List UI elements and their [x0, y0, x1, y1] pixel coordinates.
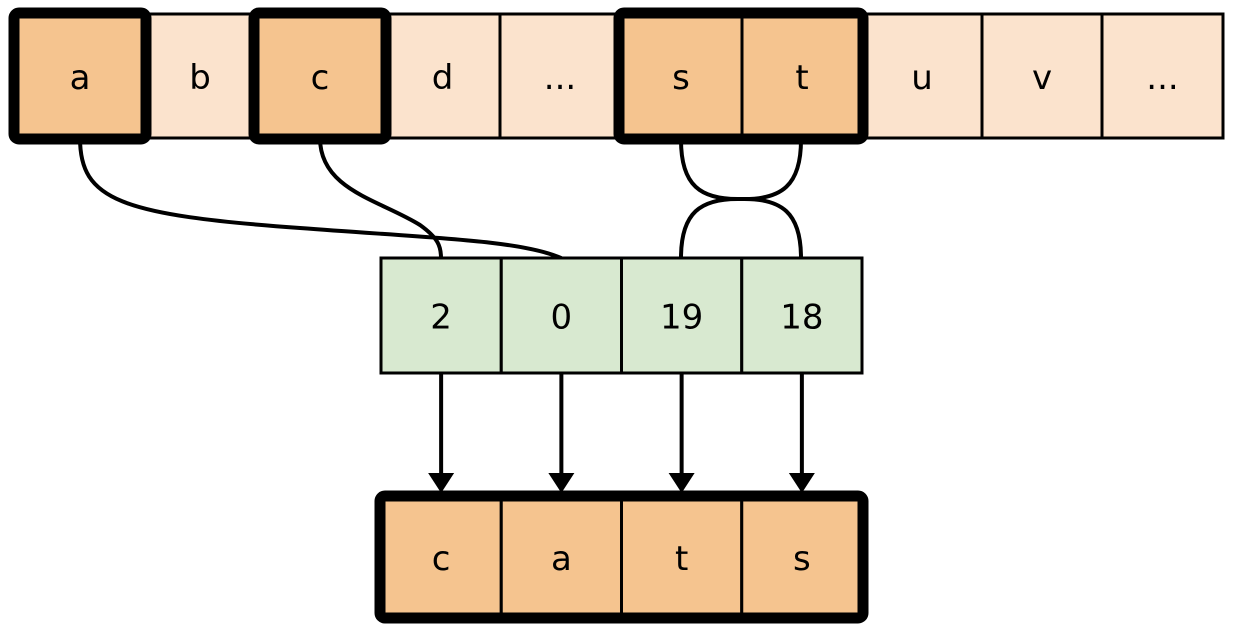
result-cell-label: t: [675, 539, 688, 579]
arrow-head-icon: [788, 473, 815, 493]
arrow-19-to-t: [668, 373, 695, 493]
alphabet-cell-label: c: [311, 58, 330, 98]
alphabet-cell-label: d: [432, 58, 454, 98]
alphabet-cell-v[interactable]: [980, 12, 1104, 140]
result-cell-label: s: [793, 539, 811, 579]
alphabet-cell-a[interactable]: [13, 12, 147, 140]
alphabet-cell-label: b: [189, 58, 211, 98]
index-cell-18[interactable]: [740, 256, 864, 375]
connector-a-to-slot2: [78, 136, 563, 260]
result-cell-a[interactable]: [499, 495, 623, 619]
alphabet-cell-ellipsis-9[interactable]: [1100, 12, 1225, 140]
index-cell-value: 18: [780, 298, 823, 338]
alphabet-cell-label: t: [795, 58, 808, 98]
alphabet-cell-label: s: [672, 58, 690, 98]
arrow-head-icon: [428, 473, 455, 493]
connector-t-to-slot3: [679, 138, 803, 260]
alphabet-cell-label: v: [1032, 58, 1052, 98]
connector-curves: [78, 136, 803, 260]
arrow-0-to-a: [548, 373, 575, 493]
alphabet-cell-b[interactable]: [143, 12, 257, 140]
alphabet-selection-outline: [613, 7, 869, 145]
index-cell-2[interactable]: [379, 256, 503, 375]
alphabet-cell-ellipsis-4[interactable]: [498, 12, 622, 140]
result-cell-label: c: [432, 539, 451, 579]
alphabet-cell-label: a: [70, 58, 91, 98]
alphabet-cell-label: ...: [1146, 58, 1178, 98]
result-row-outline: [374, 490, 869, 624]
arrow-2-to-c: [428, 373, 455, 493]
arrow-head-icon: [548, 473, 575, 493]
result-cell-label: a: [551, 539, 572, 579]
index-cell-19[interactable]: [620, 256, 744, 375]
index-cell-value: 19: [660, 298, 703, 338]
arrow-head-icon: [668, 473, 695, 493]
result-cell-t[interactable]: [620, 495, 744, 619]
alphabet-cell-label: ...: [544, 58, 576, 98]
alphabet-row: a b c d... s t u v...: [8, 7, 1225, 145]
index-cell-value: 0: [551, 298, 573, 338]
arrow-18-to-s: [788, 373, 815, 493]
index-cell-value: 2: [430, 298, 452, 338]
down-arrows: [428, 373, 815, 493]
result-cell-s[interactable]: [740, 495, 864, 619]
alphabet-cell-label: u: [911, 58, 933, 98]
connector-c-to-slot1: [318, 136, 443, 260]
result-cell-c[interactable]: [379, 495, 503, 619]
